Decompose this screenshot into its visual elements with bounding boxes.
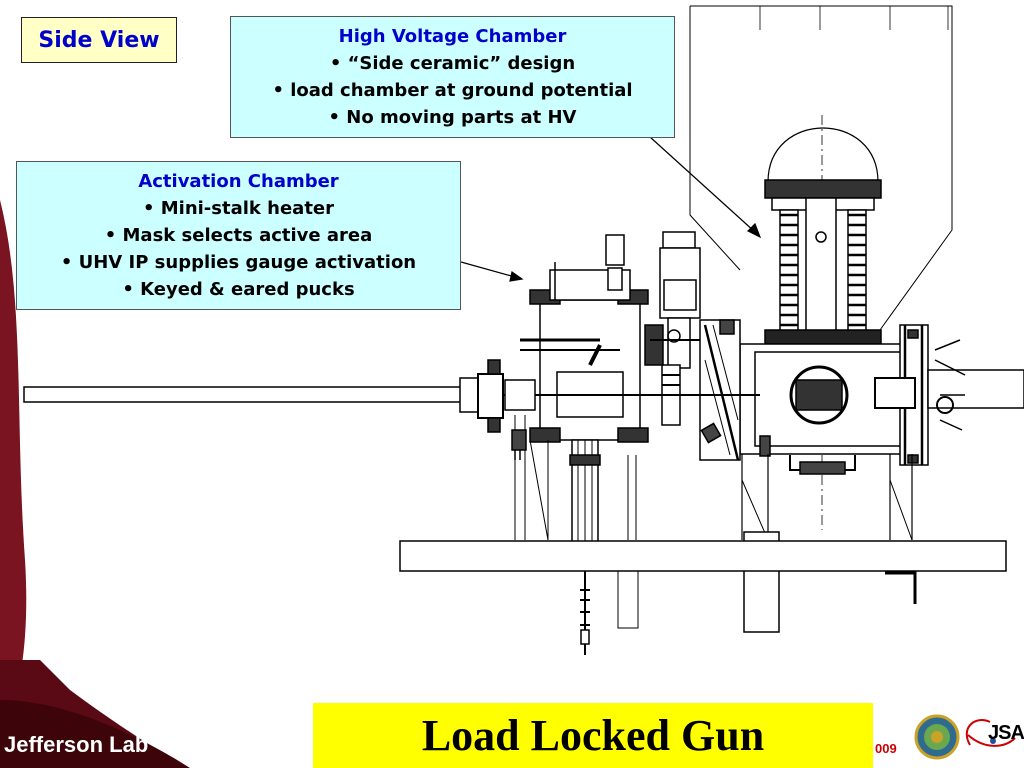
activation-callout-bullet: • Mini-stalk heater xyxy=(142,198,335,219)
hv-callout-bullet: • load chamber at ground potential xyxy=(272,80,633,101)
activation-callout-bullet: • Mask selects active area xyxy=(104,225,373,246)
hv-dome xyxy=(767,127,879,183)
ion-pump xyxy=(659,231,701,426)
heater-stalk xyxy=(569,439,601,655)
doe-seal-logo xyxy=(914,714,960,760)
jsa-logo-mark xyxy=(965,719,1016,747)
jsa-logo: JSA xyxy=(988,722,1024,744)
hv-callout-bullet: • No moving parts at HV xyxy=(328,107,577,128)
activation-callout-arrow xyxy=(460,261,516,278)
footer-year: 009 xyxy=(875,741,897,756)
activation-callout-bullet: • Keyed & eared pucks xyxy=(122,279,355,300)
corner-decoration xyxy=(0,200,190,768)
transfer-rod xyxy=(23,386,465,403)
hv-callout-bullet: • “Side ceramic” design xyxy=(329,53,576,74)
jefferson-lab-logo: Jefferson Lab xyxy=(4,732,149,757)
base-table xyxy=(399,540,1007,572)
hv-ceramic-sides xyxy=(779,209,867,339)
hv-callout-arrow xyxy=(649,136,756,233)
hv-chamber-callout: High Voltage Chamber • “Side ceramic” de… xyxy=(230,16,675,138)
activation-chamber-callout: Activation Chamber • Mini-stalk heater •… xyxy=(16,161,461,310)
hv-cone-outline xyxy=(690,5,953,331)
hv-callout-heading: High Voltage Chamber xyxy=(338,26,567,47)
side-view-label: Side View xyxy=(21,17,177,63)
slide-title: Load Locked Gun xyxy=(313,703,873,768)
activation-callout-bullet: • UHV IP supplies gauge activation xyxy=(60,252,417,273)
activation-callout-heading: Activation Chamber xyxy=(138,171,339,192)
